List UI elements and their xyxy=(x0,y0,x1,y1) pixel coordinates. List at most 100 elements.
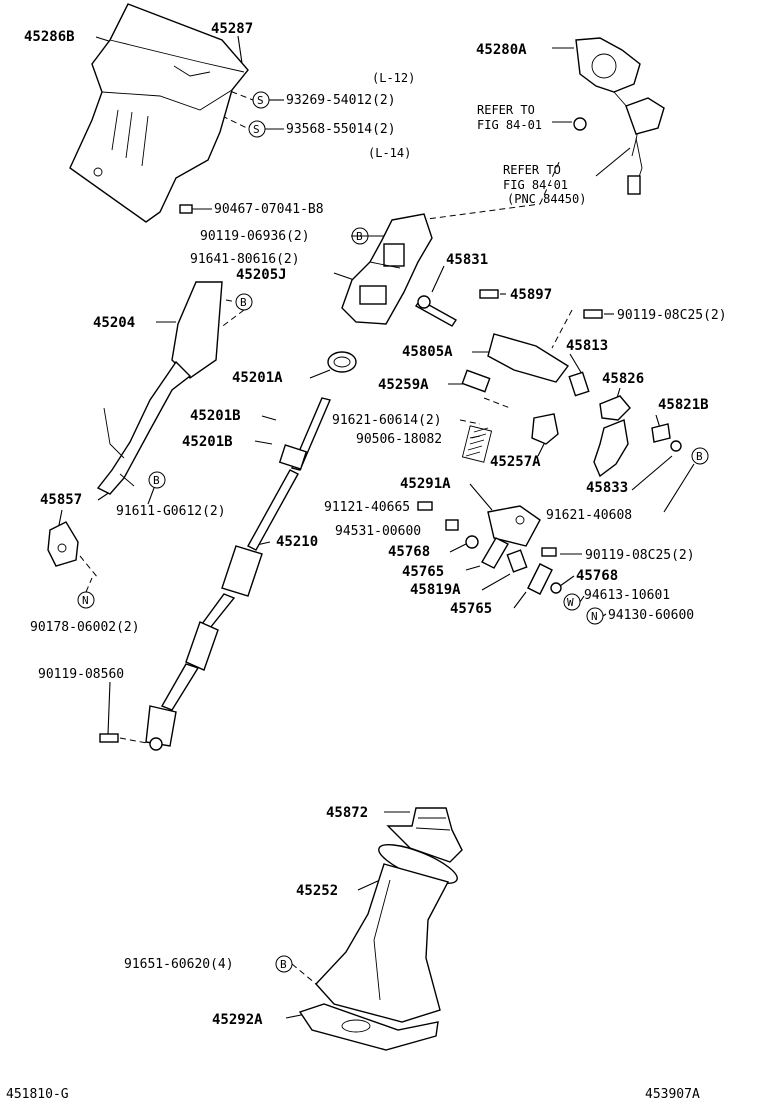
washer-91621-40608 xyxy=(670,440,682,452)
plate-45765-lower xyxy=(527,563,553,595)
refer-text-2b: FIG 84-01 xyxy=(503,178,568,192)
label-45765-lower: 45765 xyxy=(450,601,492,617)
label-45287: 45287 xyxy=(211,21,253,37)
svg-text:B: B xyxy=(153,474,160,487)
label-94130-60600: 94130-60600 xyxy=(608,608,694,623)
label-45205J: 45205J xyxy=(236,267,287,283)
svg-text:N: N xyxy=(591,610,598,623)
label-90119-06936: 90119-06936(2) xyxy=(200,229,310,244)
label-91121-40665: 91121-40665 xyxy=(324,500,410,515)
svg-text:W: W xyxy=(567,596,574,609)
refer-text-2a: REFER TO xyxy=(503,163,561,177)
label-45291A: 45291A xyxy=(400,476,451,492)
screw-45897 xyxy=(479,289,499,299)
label-45826: 45826 xyxy=(602,371,644,387)
screw-90467 xyxy=(179,204,193,214)
column-cover-45252 xyxy=(315,844,458,1023)
steering-shaft-45210 xyxy=(145,397,331,751)
label-90119-08560: 90119-08560 xyxy=(38,667,124,682)
bracket-45291A xyxy=(487,505,541,547)
label-45765-upper: 45765 xyxy=(402,564,444,580)
label-91651-60620: 91651-60620(4) xyxy=(124,957,234,972)
bush-45768-left xyxy=(465,535,479,549)
lever-assembly-45805A xyxy=(414,295,570,383)
label-94613-10601: 94613-10601 xyxy=(584,588,670,603)
spring-90506 xyxy=(461,425,493,463)
label-45201A: 45201A xyxy=(232,370,283,386)
badge-b-91611: B xyxy=(148,471,166,489)
column-boot-45872 xyxy=(386,807,463,863)
label-45768-left: 45768 xyxy=(388,544,430,560)
screw-90119-08C25-lower xyxy=(541,547,557,557)
label-90506-18082: 90506-18082 xyxy=(356,432,442,447)
pin-45259A xyxy=(461,369,491,393)
label-45252: 45252 xyxy=(296,883,338,899)
refer-text-1b: FIG 84-01 xyxy=(477,118,542,132)
label-45286B: 45286B xyxy=(24,29,75,45)
label-45831: 45831 xyxy=(446,252,488,268)
svg-text:N: N xyxy=(82,594,89,607)
lever-45826 xyxy=(599,395,631,421)
screw-90119-08C25-upper xyxy=(583,309,603,319)
label-90119-08C25-upper: 90119-08C25(2) xyxy=(617,308,727,323)
plate-45292A xyxy=(298,1003,439,1051)
label-45259A: 45259A xyxy=(378,377,429,393)
lock-housing-45205J xyxy=(341,213,433,325)
badge-w-94613: W xyxy=(563,593,581,611)
refer-text-1a: REFER TO xyxy=(477,103,535,117)
cap-45821B xyxy=(651,423,671,443)
label-45292A: 45292A xyxy=(212,1012,263,1028)
label-91621-60614: 91621-60614(2) xyxy=(332,413,442,428)
label-45872: 45872 xyxy=(326,805,368,821)
label-45821B: 45821B xyxy=(658,397,709,413)
badge-n-90178: N xyxy=(77,591,95,609)
cover-45833 xyxy=(593,419,629,478)
label-90467-07041-B8: 90467-07041-B8 xyxy=(214,202,324,217)
bolt-90119-08560 xyxy=(99,733,119,743)
upper-column-cover xyxy=(69,3,249,223)
refer-text-2c: (PNC 84450) xyxy=(507,192,586,206)
label-45204: 45204 xyxy=(93,315,135,331)
label-45819A: 45819A xyxy=(410,582,461,598)
label-90119-08C25-lower: 90119-08C25(2) xyxy=(585,548,695,563)
label-93269-54012: 93269-54012(2) xyxy=(286,93,396,108)
nut-94531 xyxy=(445,519,459,531)
pin-45819A xyxy=(506,549,528,573)
label-45280A: 45280A xyxy=(476,42,527,58)
label-45897: 45897 xyxy=(510,287,552,303)
label-45201B-lower: 45201B xyxy=(182,434,233,450)
pin-45813 xyxy=(568,371,590,397)
column-tube-45204 xyxy=(96,281,223,495)
badge-b-91651: B xyxy=(275,955,293,973)
bush-45768-right xyxy=(550,582,562,594)
badge-n-94130: N xyxy=(586,607,604,625)
label-93568-55014: 93568-55014(2) xyxy=(286,122,396,137)
badge-s-lower: S xyxy=(248,120,266,138)
label-45833: 45833 xyxy=(586,480,628,496)
plate-45765-upper xyxy=(481,537,509,569)
badge-s-upper: S xyxy=(252,91,270,109)
label-45813: 45813 xyxy=(566,338,608,354)
label-l14: (L-14) xyxy=(368,146,411,160)
bushing-45201A xyxy=(327,351,357,373)
label-l12: (L-12) xyxy=(372,71,415,85)
label-45768-right: 45768 xyxy=(576,568,618,584)
svg-text:B: B xyxy=(696,450,703,463)
label-45805A: 45805A xyxy=(402,344,453,360)
label-91611-G0612: 91611-G0612(2) xyxy=(116,504,226,519)
label-45201B-upper: 45201B xyxy=(190,408,241,424)
collar-45257A xyxy=(531,413,559,445)
badge-b-91641: B xyxy=(235,293,253,311)
footer-left-code: 451810-G xyxy=(6,1087,69,1102)
footer-right-code: 453907A xyxy=(645,1087,700,1102)
svg-text:S: S xyxy=(257,94,264,107)
svg-text:S: S xyxy=(253,123,260,136)
svg-text:B: B xyxy=(280,958,287,971)
ignition-switch-assembly xyxy=(573,37,665,195)
label-91621-40608: 91621-40608 xyxy=(546,508,632,523)
label-94531-00600: 94531-00600 xyxy=(335,524,421,539)
label-91641-80616: 91641-80616(2) xyxy=(190,252,300,267)
label-45857: 45857 xyxy=(40,492,82,508)
bracket-45857 xyxy=(47,521,79,567)
